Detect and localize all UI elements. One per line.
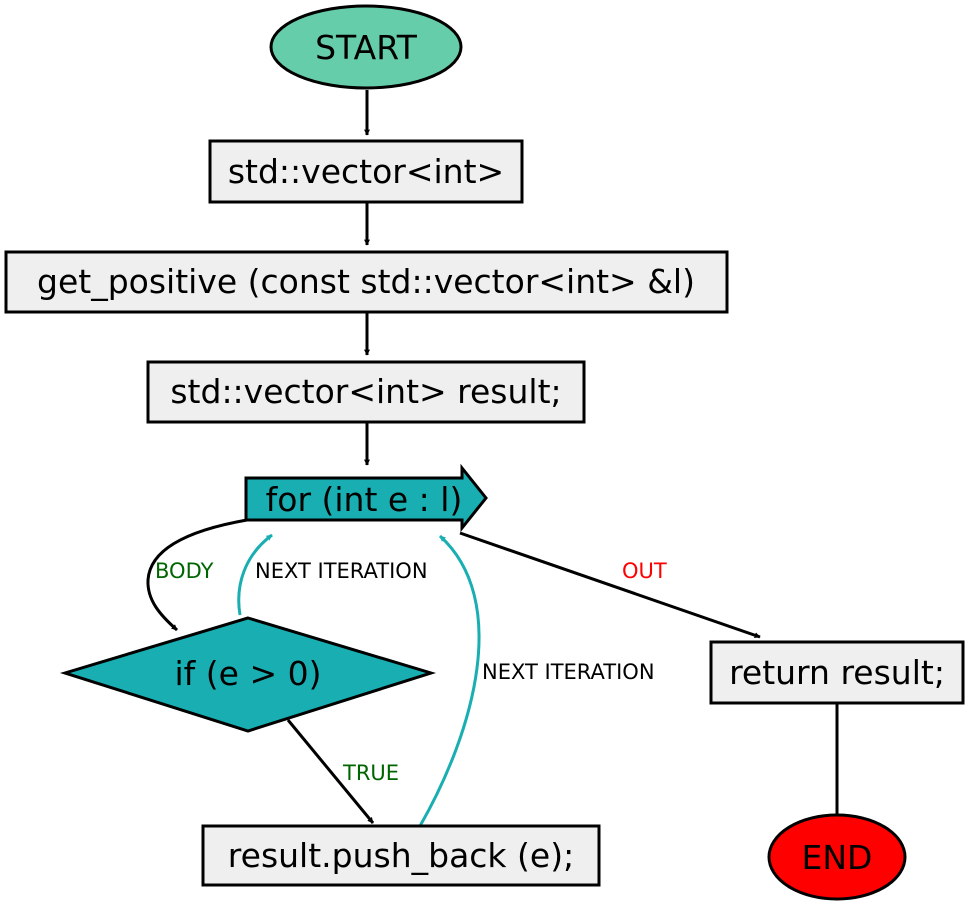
type-decl-node: std::vector<int> xyxy=(208,139,524,204)
for-loop-node: for (int e : l) xyxy=(244,463,488,533)
if-decision-label: if (e > 0) xyxy=(175,654,322,693)
edge-if-to-push-true xyxy=(286,719,375,824)
edge-if-to-for-next xyxy=(237,533,273,616)
if-decision-node: if (e > 0) xyxy=(59,616,437,733)
return-label: return result; xyxy=(729,653,945,692)
type-decl-label: std::vector<int> xyxy=(228,152,504,191)
push-back-node: result.push_back (e); xyxy=(201,824,601,887)
func-sig-label: get_positive (const std::vector<int> &l) xyxy=(37,262,695,301)
result-decl-node: std::vector<int> result; xyxy=(146,360,586,424)
label-true: TRUE xyxy=(342,761,399,785)
return-node: return result; xyxy=(709,640,965,705)
label-out: OUT xyxy=(622,559,667,583)
push-back-label: result.push_back (e); xyxy=(228,836,574,875)
label-body: BODY xyxy=(155,559,214,583)
end-label: END xyxy=(802,838,873,877)
start-node: START xyxy=(269,4,463,90)
end-node: END xyxy=(767,813,907,901)
func-sig-node: get_positive (const std::vector<int> &l) xyxy=(4,250,729,314)
label-next-iteration-1: NEXT ITERATION xyxy=(255,559,428,583)
start-label: START xyxy=(315,28,418,67)
edge-for-to-if-body xyxy=(146,518,248,632)
edge-push-to-for-next xyxy=(418,534,481,827)
label-next-iteration-2: NEXT ITERATION xyxy=(482,660,655,684)
edge-for-to-return-out xyxy=(459,531,761,639)
for-loop-label: for (int e : l) xyxy=(266,480,463,519)
result-decl-label: std::vector<int> result; xyxy=(170,372,561,411)
